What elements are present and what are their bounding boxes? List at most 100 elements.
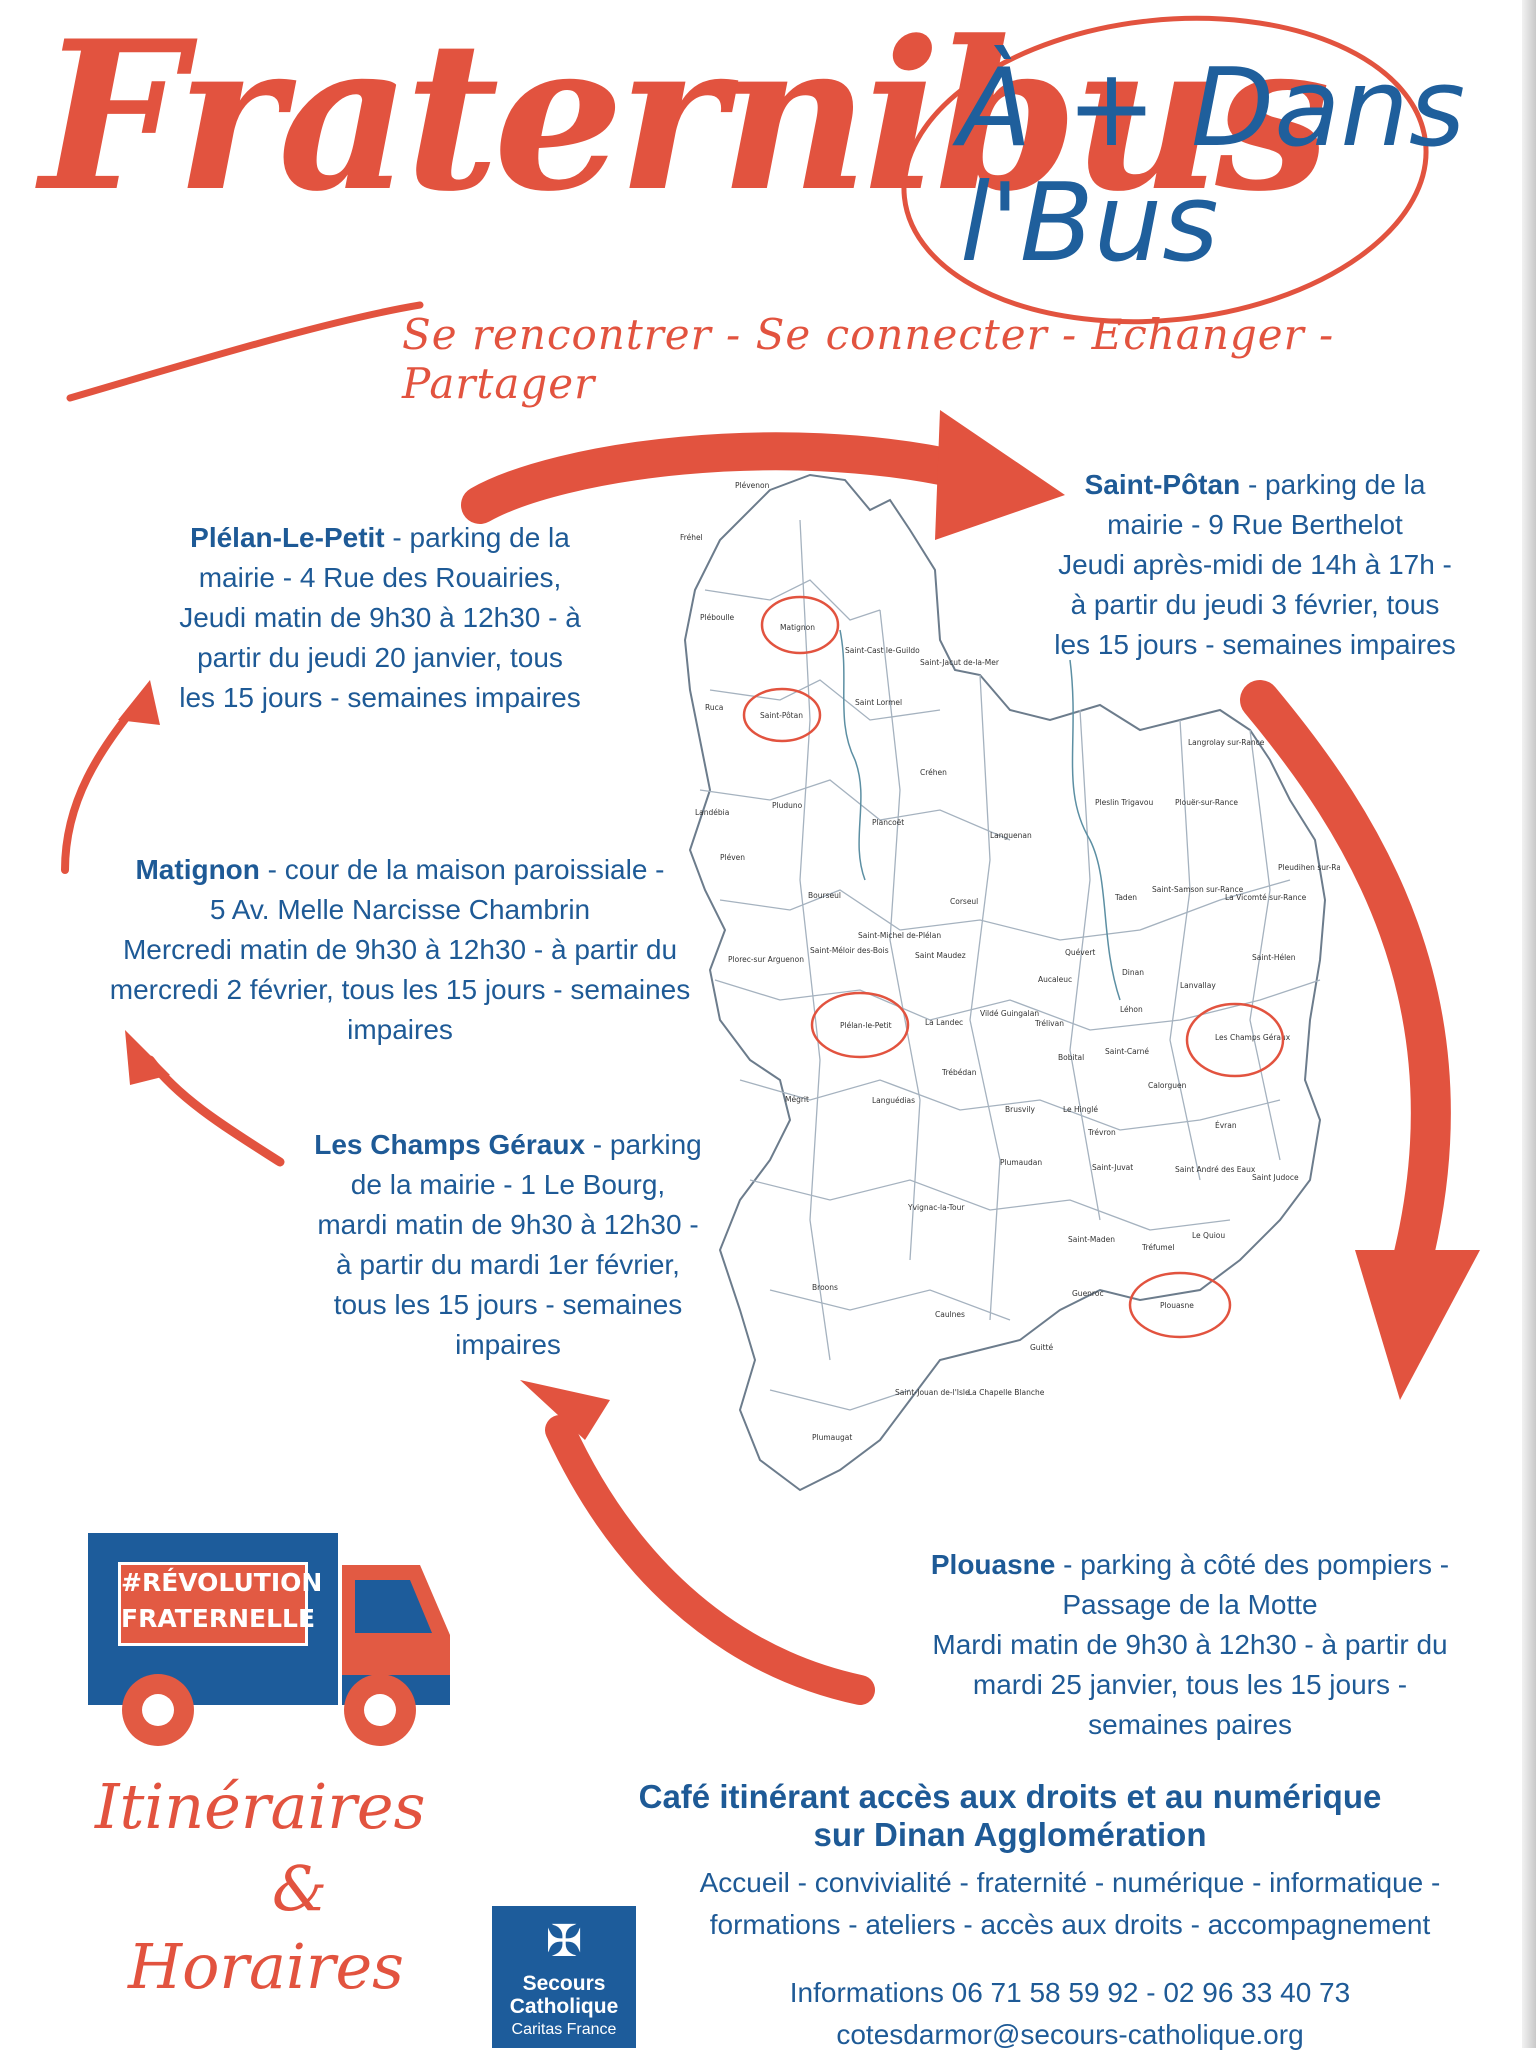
stop-name: Les Champs Géraux [314, 1129, 586, 1160]
stop-detail: tous les 15 jours - semaines [333, 1289, 683, 1320]
logo-line-2: Catholique [509, 1995, 619, 2018]
map-label: Plancoët [872, 818, 904, 827]
truck-banner-line-1: #RÉVOLUTION [121, 1568, 323, 1597]
map-label: La Vicomté sur-Rance [1225, 893, 1307, 902]
map-label: Tréfumel [1141, 1243, 1174, 1252]
map-label: Léhon [1120, 1005, 1143, 1014]
map-label: Languédias [872, 1096, 915, 1105]
title-swash [66, 15, 1429, 402]
secours-catholique-logo: ✠ Secours Catholique Caritas France [492, 1906, 636, 2048]
circle-champs-geraux [1185, 1002, 1285, 1078]
cafe-heading-line-1: Café itinérant accès aux droits et au nu… [638, 1778, 1382, 1815]
arrowhead-right [1355, 1250, 1480, 1400]
map-label: Guenroc [1072, 1289, 1104, 1298]
map-label: Plumaudan [1000, 1158, 1042, 1167]
map-label: Saint-Méloir des-Bois [810, 946, 889, 955]
arrowhead-left-low [125, 1030, 170, 1085]
arrow-top [461, 432, 979, 524]
map-label: Calorguen [1148, 1081, 1187, 1090]
poster-title: Fraternibus [40, 0, 1331, 237]
stop-detail: à partir du jeudi 3 février, tous [1070, 589, 1440, 620]
map-label: Langrolay sur-Rance [1188, 738, 1265, 747]
cafe-heading-line-2: sur Dinan Agglomération [813, 1816, 1207, 1853]
map-label: Saint-Carné [1105, 1047, 1149, 1056]
stop-detail: à partir du mardi 1er février, [336, 1249, 680, 1280]
stop-detail: mairie - 4 Rue des Rouairies, [198, 562, 562, 593]
stop-detail: - cour de la maison paroissiale - [259, 854, 665, 885]
truck-banner: #RÉVOLUTION FRATERNELLE [118, 1562, 323, 1646]
stop-detail: Jeudi matin de 9h30 à 12h30 - à [179, 602, 581, 633]
map-label: Fréhel [680, 533, 703, 542]
stop-detail: mairie - 9 Rue Berthelot [1107, 509, 1403, 540]
circle-plelan [810, 991, 910, 1059]
map-label: Corseul [950, 897, 978, 906]
map-label: Lanvallay [1180, 981, 1216, 990]
map-label: Dinan [1122, 968, 1144, 977]
stop-plouasne: Plouasne - parking à côté des pompiers -… [880, 1545, 1500, 1745]
services-line-1: Accueil - convivialité - fraternité - nu… [699, 1867, 1441, 1898]
map-label: Vildé Guingalan [980, 1009, 1039, 1018]
circle-plouasne [1128, 1271, 1232, 1339]
stop-detail: mercredi 2 février, tous les 15 jours - … [109, 974, 691, 1005]
map-label: Saint André des Eaux [1175, 1165, 1256, 1174]
services-line-2: formations - ateliers - accès aux droits… [709, 1909, 1431, 1940]
map-label: Pléboulle [700, 613, 734, 622]
stop-name: Saint-Pôtan [1084, 469, 1241, 500]
commune-map: Plévenon Fréhel Pléboulle Matignon Saint… [680, 473, 1340, 1492]
stop-detail: - parking de la [1240, 469, 1426, 500]
map-label: Pléven [720, 853, 745, 862]
map-label: Trébédan [941, 1068, 977, 1077]
map-label: Yvignac-la-Tour [907, 1203, 965, 1212]
contact-info: Informations 06 71 58 59 92 - 02 96 33 4… [620, 1972, 1520, 2056]
map-label: Saint-Samson sur-Rance [1152, 885, 1244, 894]
map-label: Pluduno [772, 801, 803, 810]
stop-detail: Mardi matin de 9h30 à 12h30 - à partir d… [932, 1629, 1448, 1660]
stop-detail: impaires [455, 1329, 561, 1360]
arrow-bottom [545, 1415, 875, 1705]
services-list: Accueil - convivialité - fraternité - nu… [620, 1862, 1520, 1946]
map-label: Plumaugat [812, 1433, 852, 1442]
map-label: Trévron [1087, 1128, 1116, 1137]
truck-banner-line-2: FRATERNELLE [121, 1604, 316, 1633]
map-label: Saint-Cast le-Guildo [845, 646, 920, 655]
stop-les-champs-geraux: Les Champs Géraux - parking de la mairie… [288, 1125, 728, 1365]
arrow-left-low [145, 1055, 285, 1167]
stop-detail: impaires [347, 1014, 453, 1045]
stop-detail: semaines paires [1088, 1709, 1292, 1740]
stop-detail: - parking à côté des pompiers - [1055, 1549, 1450, 1580]
map-label: Le Quiou [1192, 1231, 1225, 1240]
map-label: Pleslin Trigavou [1095, 798, 1153, 807]
map-label: Broons [812, 1283, 838, 1292]
map-label: Guitté [1030, 1343, 1054, 1352]
circle-saint-potan [742, 687, 822, 743]
logo-line-1: Secours [522, 1972, 606, 1995]
map-label: Taden [1114, 893, 1137, 902]
map-label: Landébia [695, 808, 729, 817]
map-label: Matignon [780, 623, 815, 632]
map-label: Saint-Maden [1068, 1235, 1115, 1244]
map-label: Bourseul [808, 891, 841, 900]
map-label: Trélivan [1034, 1019, 1064, 1028]
map-label: Plorec-sur Arguenon [728, 955, 804, 964]
map-label: Saint Lormel [855, 698, 902, 707]
email-address: cotesdarmor@secours-catholique.org [836, 2019, 1304, 2050]
ampersand-heading: & [272, 1852, 328, 1925]
map-label: Plouasne [1160, 1301, 1194, 1310]
map-label: Pleudihen sur-Rance [1278, 863, 1340, 872]
map-label: Plélan-le-Petit [840, 1021, 892, 1030]
stop-detail: Jeudi après-midi de 14h à 17h - [1058, 549, 1452, 580]
map-label: Aucaleuc [1038, 975, 1072, 984]
stop-plelan-le-petit: Plélan-Le-Petit - parking de la mairie -… [150, 518, 610, 718]
map-label: Évran [1215, 1121, 1237, 1130]
map-label: Plouër-sur-Rance [1175, 798, 1238, 807]
stop-detail: partir du jeudi 20 janvier, tous [197, 642, 563, 673]
map-label: Saint-Hélen [1252, 953, 1296, 962]
stop-detail: Mercredi matin de 9h30 à 12h30 - à parti… [122, 934, 678, 965]
logo-line-3: Caritas France [511, 2021, 617, 2038]
map-label: La Chapelle Blanche [968, 1388, 1045, 1397]
stop-detail: de la mairie - 1 Le Bourg, [350, 1169, 666, 1200]
arrowhead-top [935, 410, 1065, 540]
stop-detail: Passage de la Motte [1062, 1589, 1318, 1620]
